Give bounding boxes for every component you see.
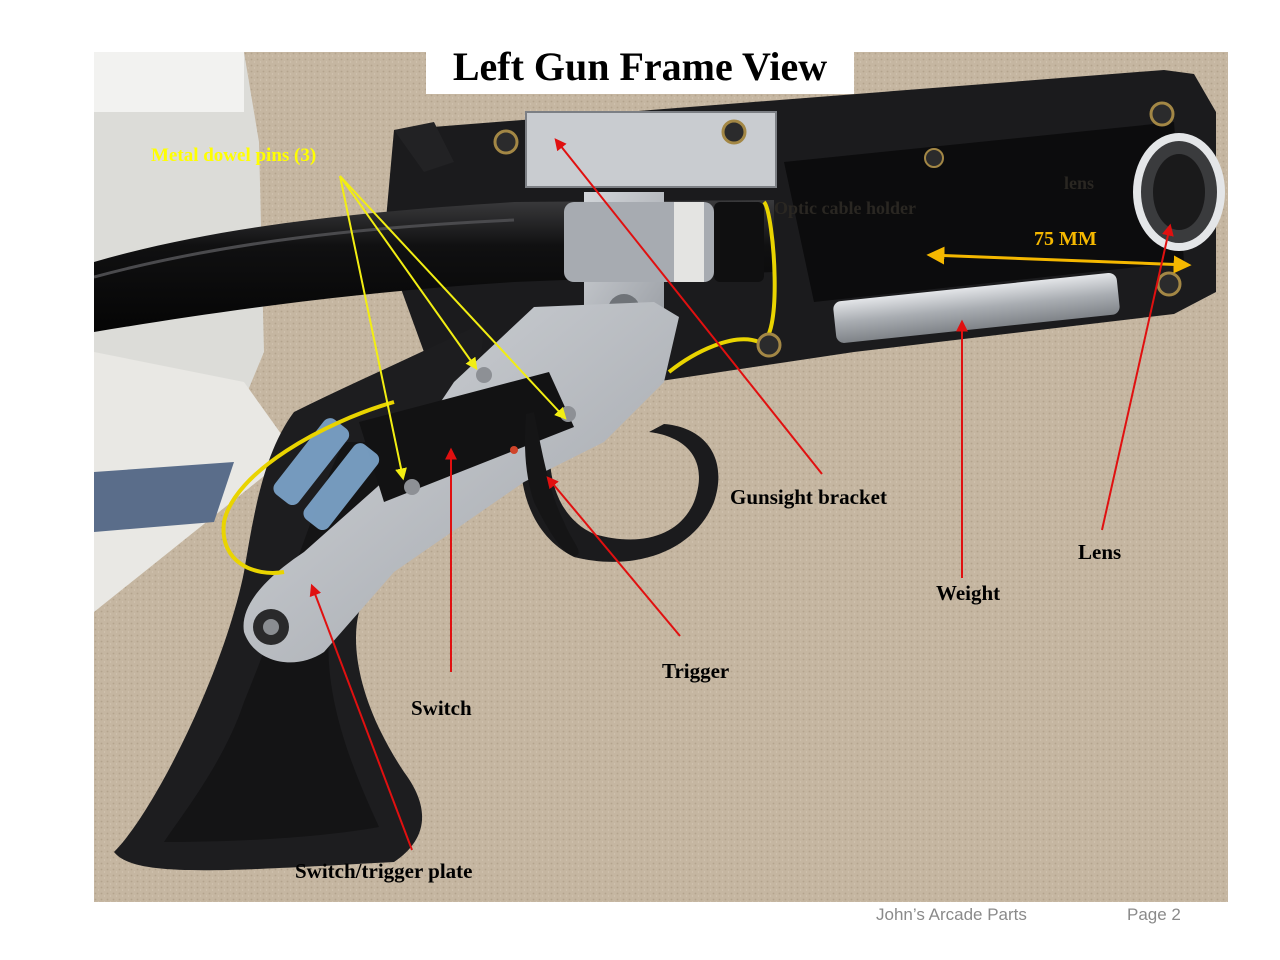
footer-company: John’s Arcade Parts (876, 905, 1027, 924)
lens-ring (1133, 133, 1225, 251)
label-weight: Weight (936, 581, 1001, 605)
label-switch: Switch (411, 696, 472, 720)
weight-cylinder (833, 272, 1120, 343)
gunsight-bracket-pointer (554, 138, 823, 475)
wire-connectors (273, 418, 380, 531)
footer-page-number: Page 2 (1127, 905, 1181, 924)
title-box: Left Gun Frame View (426, 38, 854, 94)
page-title: Left Gun Frame View (452, 43, 828, 89)
measurement-arrow (926, 246, 1192, 274)
trigger-part (510, 412, 579, 557)
lens-pointer (1101, 223, 1174, 531)
label-dowel-pins: Metal dowel pins (3) (151, 145, 317, 166)
label-cable-holder: Optic cable holder (774, 198, 916, 218)
trigger-pointer (546, 476, 681, 637)
switch-trigger-plate (243, 302, 679, 663)
dowel-pin-pointer-1 (339, 175, 478, 370)
label-trigger: Trigger (662, 659, 730, 683)
frame-screws (493, 101, 1182, 358)
label-gunsight-bracket: Gunsight bracket (730, 485, 887, 509)
label-lens-top: lens (1064, 173, 1095, 193)
plate-pointer (309, 583, 413, 851)
label-measurement: 75 MM (1034, 228, 1097, 250)
label-lens: Lens (1078, 540, 1122, 564)
dowel-pin-pointer-2 (339, 175, 407, 481)
label-switch-trigger-plate: Switch/trigger plate (295, 859, 473, 883)
dowel-pin-pointer-3 (339, 175, 567, 420)
